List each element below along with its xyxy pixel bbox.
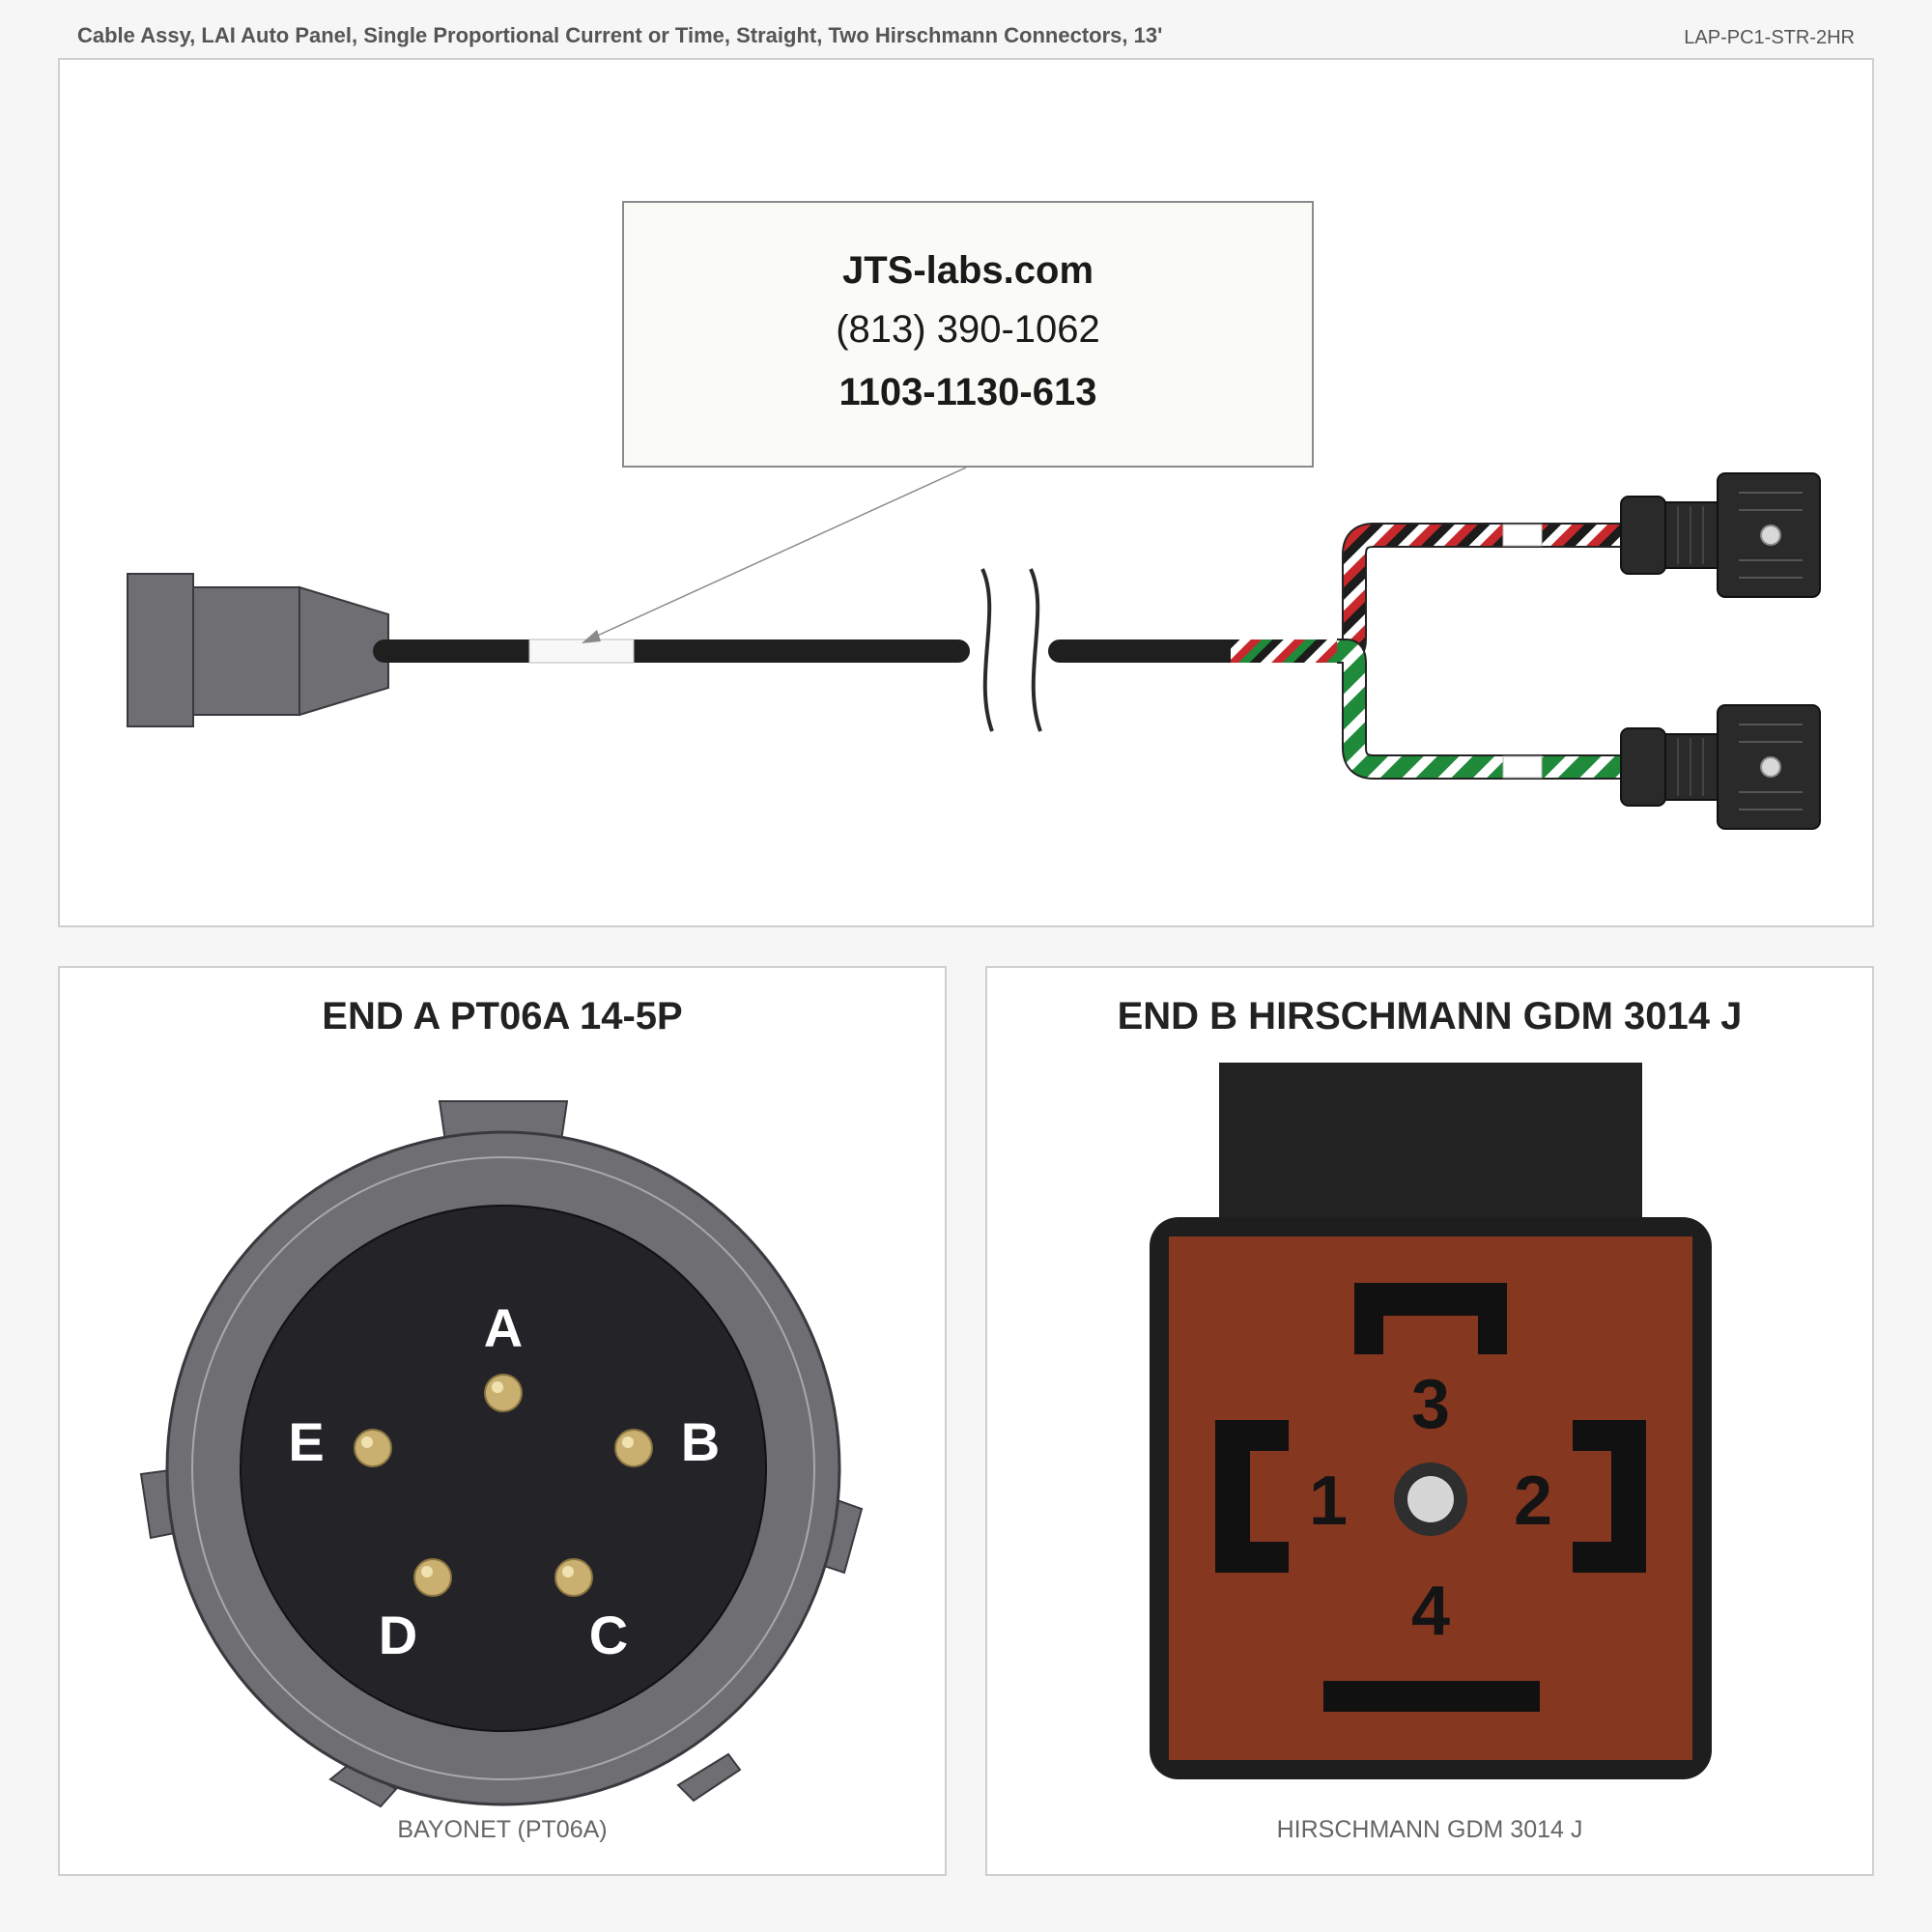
cable-break-mark	[980, 568, 1042, 732]
red-wire-branch	[1337, 523, 1623, 664]
cable-label-sleeve	[528, 639, 635, 664]
pin-b	[614, 1429, 653, 1467]
label-part-number: 1103-1130-613	[838, 371, 1097, 413]
end-a-title: END A PT06A 14-5P	[322, 995, 683, 1037]
pin-label-c: C	[589, 1605, 628, 1665]
label-phone: (813) 390-1062	[836, 308, 1100, 351]
end-b-connector-lower	[1620, 704, 1821, 830]
end-b-title: END B HIRSCHMANN GDM 3014 J	[1117, 995, 1743, 1037]
pin-label-b: B	[681, 1411, 720, 1472]
document-title: Cable Assy, LAI Auto Panel, Single Propo…	[77, 23, 1163, 47]
ground-contact	[1407, 1476, 1454, 1522]
pin-label-e: E	[288, 1411, 324, 1472]
end-b-panel: END B HIRSCHMANN GDM 3014 J 1 2 3 4 HIRS…	[985, 966, 1874, 1876]
cable-jacket-left	[373, 639, 970, 664]
contact-label-4: 4	[1411, 1573, 1450, 1650]
cable-drawing	[127, 467, 1821, 830]
pin-label-a: A	[484, 1297, 523, 1358]
cable-label-box: JTS-labs.com (813) 390-1062 1103-1130-61…	[622, 201, 1314, 468]
label-website: JTS-labs.com	[841, 249, 1094, 292]
pin-d	[413, 1558, 452, 1597]
cable-overview-panel: JTS-labs.com (813) 390-1062 1103-1130-61…	[58, 58, 1874, 927]
end-a-face-drawing: A B C D E	[139, 1100, 864, 1808]
end-a-caption: BAYONET (PT06A)	[397, 1816, 608, 1843]
contact-4-blade	[1323, 1681, 1540, 1712]
contact-2-bracket	[1573, 1420, 1646, 1573]
pin-c	[554, 1558, 593, 1597]
insert-face	[240, 1205, 767, 1732]
end-b-face-drawing: 1 2 3 4	[1150, 1063, 1712, 1779]
end-a-connector-side	[127, 573, 389, 727]
breakout-section	[1231, 639, 1337, 663]
pin-e	[354, 1429, 392, 1467]
contact-3-bracket	[1354, 1283, 1507, 1354]
green-wire-branch	[1337, 639, 1623, 780]
contact-label-2: 2	[1514, 1463, 1552, 1540]
hirschmann-cable-gland	[1219, 1063, 1642, 1229]
shell-ring	[191, 1156, 815, 1780]
contact-1-bracket	[1215, 1420, 1289, 1573]
end-b-caption: HIRSCHMANN GDM 3014 J	[1276, 1816, 1583, 1843]
document-part-number: LAP-PC1-STR-2HR	[1684, 27, 1855, 48]
label-leader-line	[582, 467, 967, 643]
end-b-connector-upper	[1620, 472, 1821, 598]
pin-label-d: D	[379, 1605, 417, 1665]
contact-label-1: 1	[1309, 1463, 1348, 1540]
pin-a	[484, 1374, 523, 1412]
end-a-panel: END A PT06A 14-5P	[58, 966, 947, 1876]
contact-label-3: 3	[1411, 1366, 1450, 1443]
